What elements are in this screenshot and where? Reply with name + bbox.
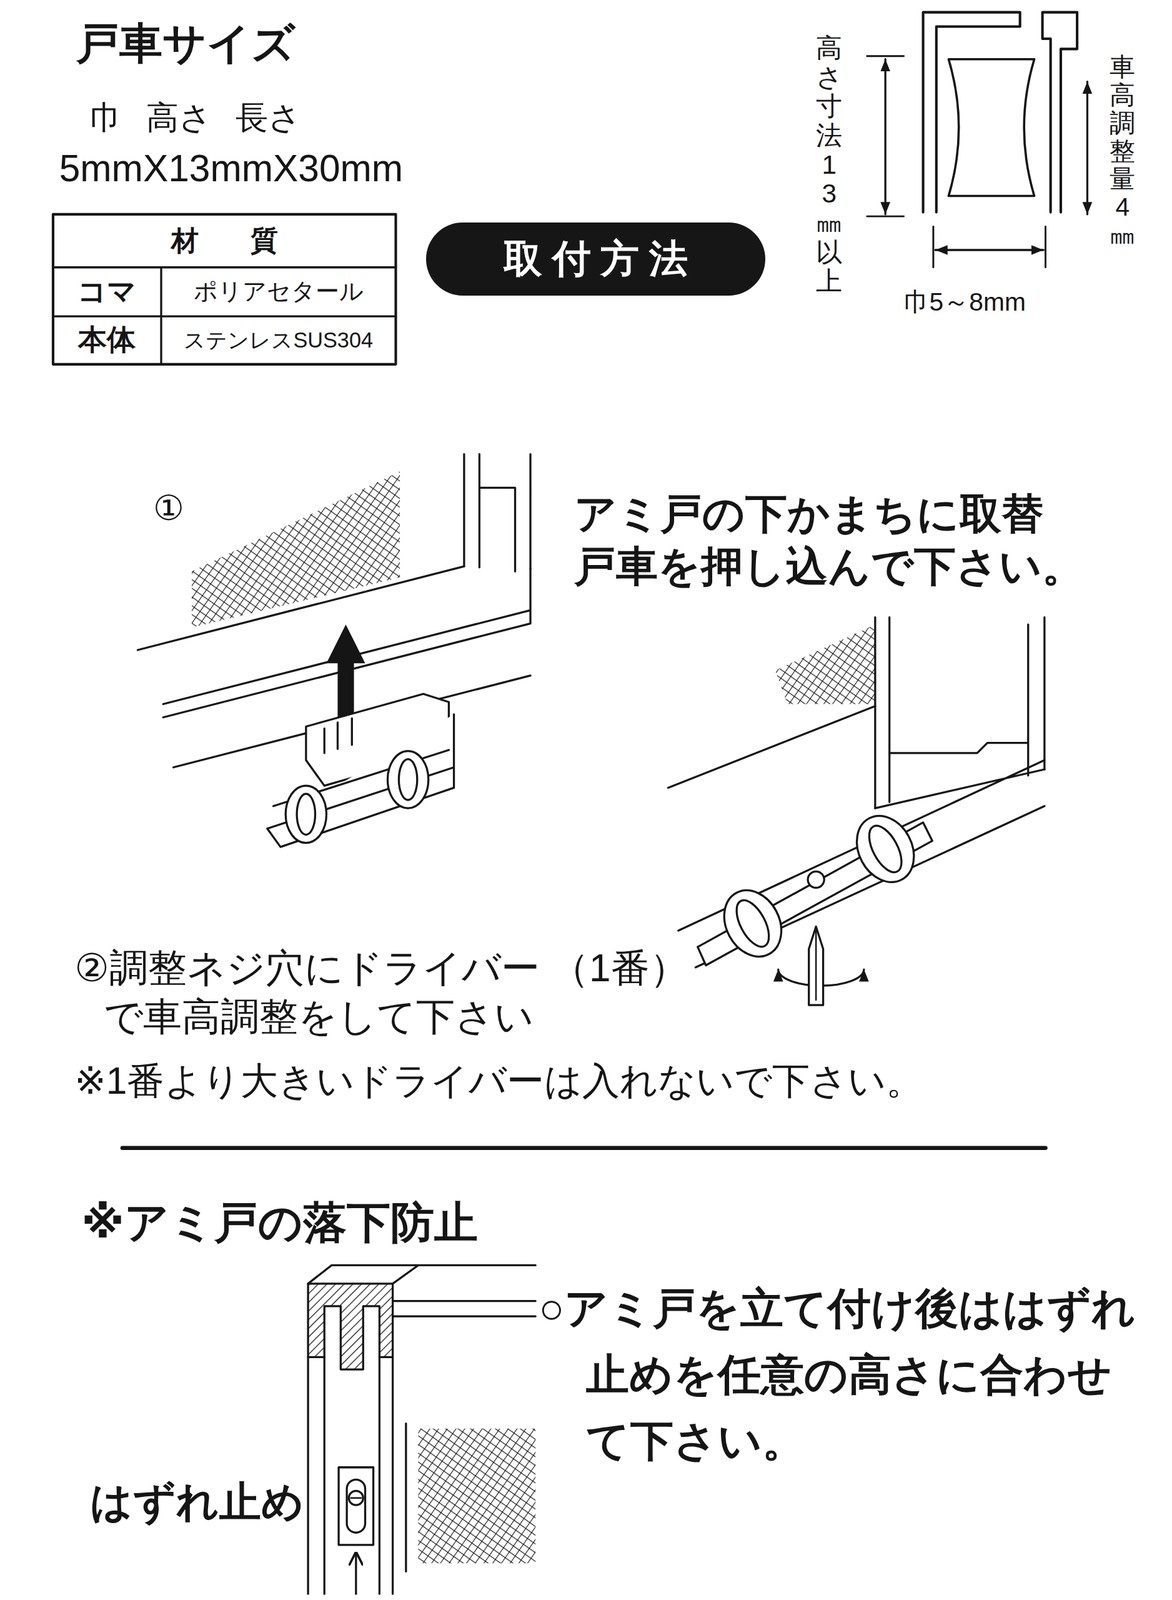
screen-mesh — [191, 471, 400, 628]
dimension-tick — [867, 56, 904, 217]
dimension-tick — [933, 226, 1046, 267]
table-cell: コマ — [53, 267, 162, 317]
door-frame — [137, 566, 464, 650]
adjust-screw-hole — [807, 870, 825, 888]
dimension-label: 巾5～8mm — [903, 286, 1026, 318]
roller-wheel — [387, 750, 428, 808]
instruction-text: ○アミ戸を立て付け後ははずれ 止めを任意の高さに合わせ て下さい。 — [538, 1275, 1172, 1475]
table-grid — [53, 267, 397, 365]
roller-wheel — [729, 894, 776, 951]
door-stile — [464, 454, 531, 572]
roller-profile — [948, 59, 1034, 197]
roller-wheel — [862, 820, 909, 877]
roller-wheel — [398, 759, 417, 800]
stopper-screw — [351, 1496, 362, 1499]
roller-channel — [267, 714, 455, 847]
dimension-arrow — [935, 248, 1044, 251]
roller-wheel — [845, 805, 926, 892]
bottom-rail — [678, 759, 1045, 967]
section-heading: ※アミ戸の落下防止 — [81, 1195, 478, 1249]
table-cell: ポリアセタール — [161, 267, 397, 317]
method-badge: 取付方法 — [426, 222, 765, 297]
door-frame — [667, 705, 875, 788]
dimension-label: 高さ寸法13㎜以上 — [815, 33, 843, 297]
screwdriver — [815, 930, 817, 1000]
caution-note: ※1番より大きいドライバーは入れないで下さい。 — [74, 1057, 924, 1103]
instruction-text: ②調整ネジ穴にドライバー （1番）で車高調整をして下さい — [74, 943, 789, 1041]
table-cell: 本体 — [53, 316, 162, 365]
part-name: はずれ止め — [89, 1476, 305, 1527]
rail-profile — [1042, 12, 1078, 213]
door-stile — [307, 1356, 393, 1594]
stopper-arrow — [354, 1552, 357, 1594]
dimension-arrow — [884, 59, 887, 215]
roller-wheel — [296, 793, 315, 835]
material-table — [53, 214, 397, 365]
screen-mesh — [775, 624, 876, 704]
separator-rule — [122, 1145, 1046, 1150]
screen-mesh — [417, 1428, 536, 1564]
door-stile — [875, 617, 1045, 808]
size-value: 5mmX13mmX30mm — [59, 145, 403, 191]
node-label: 取付方法 — [494, 235, 698, 282]
size-axes: 巾 高さ 長さ — [89, 98, 302, 138]
stopper-slot — [346, 1478, 365, 1532]
instruction-text: アミ戸の下かまちに取替 戸車を押し込んで下さい。 — [574, 487, 1146, 592]
rail-profile — [923, 12, 1021, 213]
screwdriver — [809, 925, 824, 1005]
roller-wheel — [285, 785, 327, 843]
push-arrow — [326, 624, 365, 720]
dimension-arrow — [1086, 81, 1089, 215]
roller-slit — [324, 717, 352, 753]
table-header: 材 質 — [53, 214, 397, 268]
table-cell: ステンレスSUS304 — [161, 316, 397, 365]
roller-wheel — [712, 880, 793, 967]
step-number: ① — [153, 487, 185, 530]
stopper-plate — [338, 1466, 374, 1545]
door-frame — [404, 1423, 407, 1572]
stopper-screw — [348, 1489, 363, 1505]
dimension-label: 車高調整量4㎜ — [1109, 53, 1136, 250]
title-text: 戸車サイズ — [76, 18, 296, 70]
